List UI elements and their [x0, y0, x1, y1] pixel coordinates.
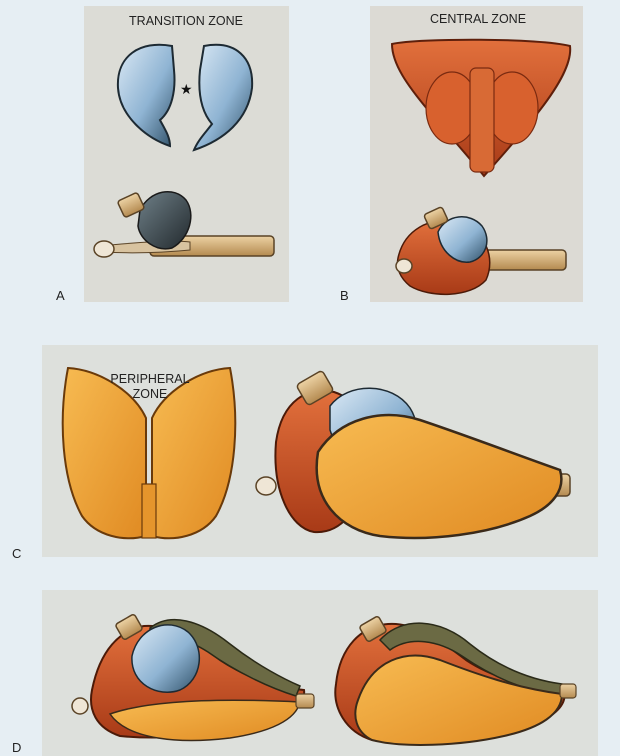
peripheral-zone-label-line1: PERIPHERAL	[90, 372, 210, 387]
transition-zone-label: TRANSITION ZONE	[96, 14, 276, 29]
composite-side-view-left	[72, 614, 314, 741]
composite-side-view-right	[335, 616, 576, 745]
central-zone-front-view	[392, 40, 570, 176]
transition-zone-side-view	[94, 192, 274, 257]
peripheral-zone-label: PERIPHERAL ZONE	[90, 372, 210, 402]
panel-c-letter: C	[12, 546, 21, 561]
panel-d-letter: D	[12, 740, 21, 755]
central-zone-label: CENTRAL ZONE	[388, 12, 568, 27]
panel-b-letter: B	[340, 288, 349, 303]
peripheral-zone-side-view	[256, 370, 570, 538]
central-zone-side-view	[396, 207, 566, 295]
peripheral-zone-label-line2: ZONE	[90, 387, 210, 402]
verumontanum-star-icon: ★	[180, 82, 193, 98]
panel-a-letter: A	[56, 288, 65, 303]
